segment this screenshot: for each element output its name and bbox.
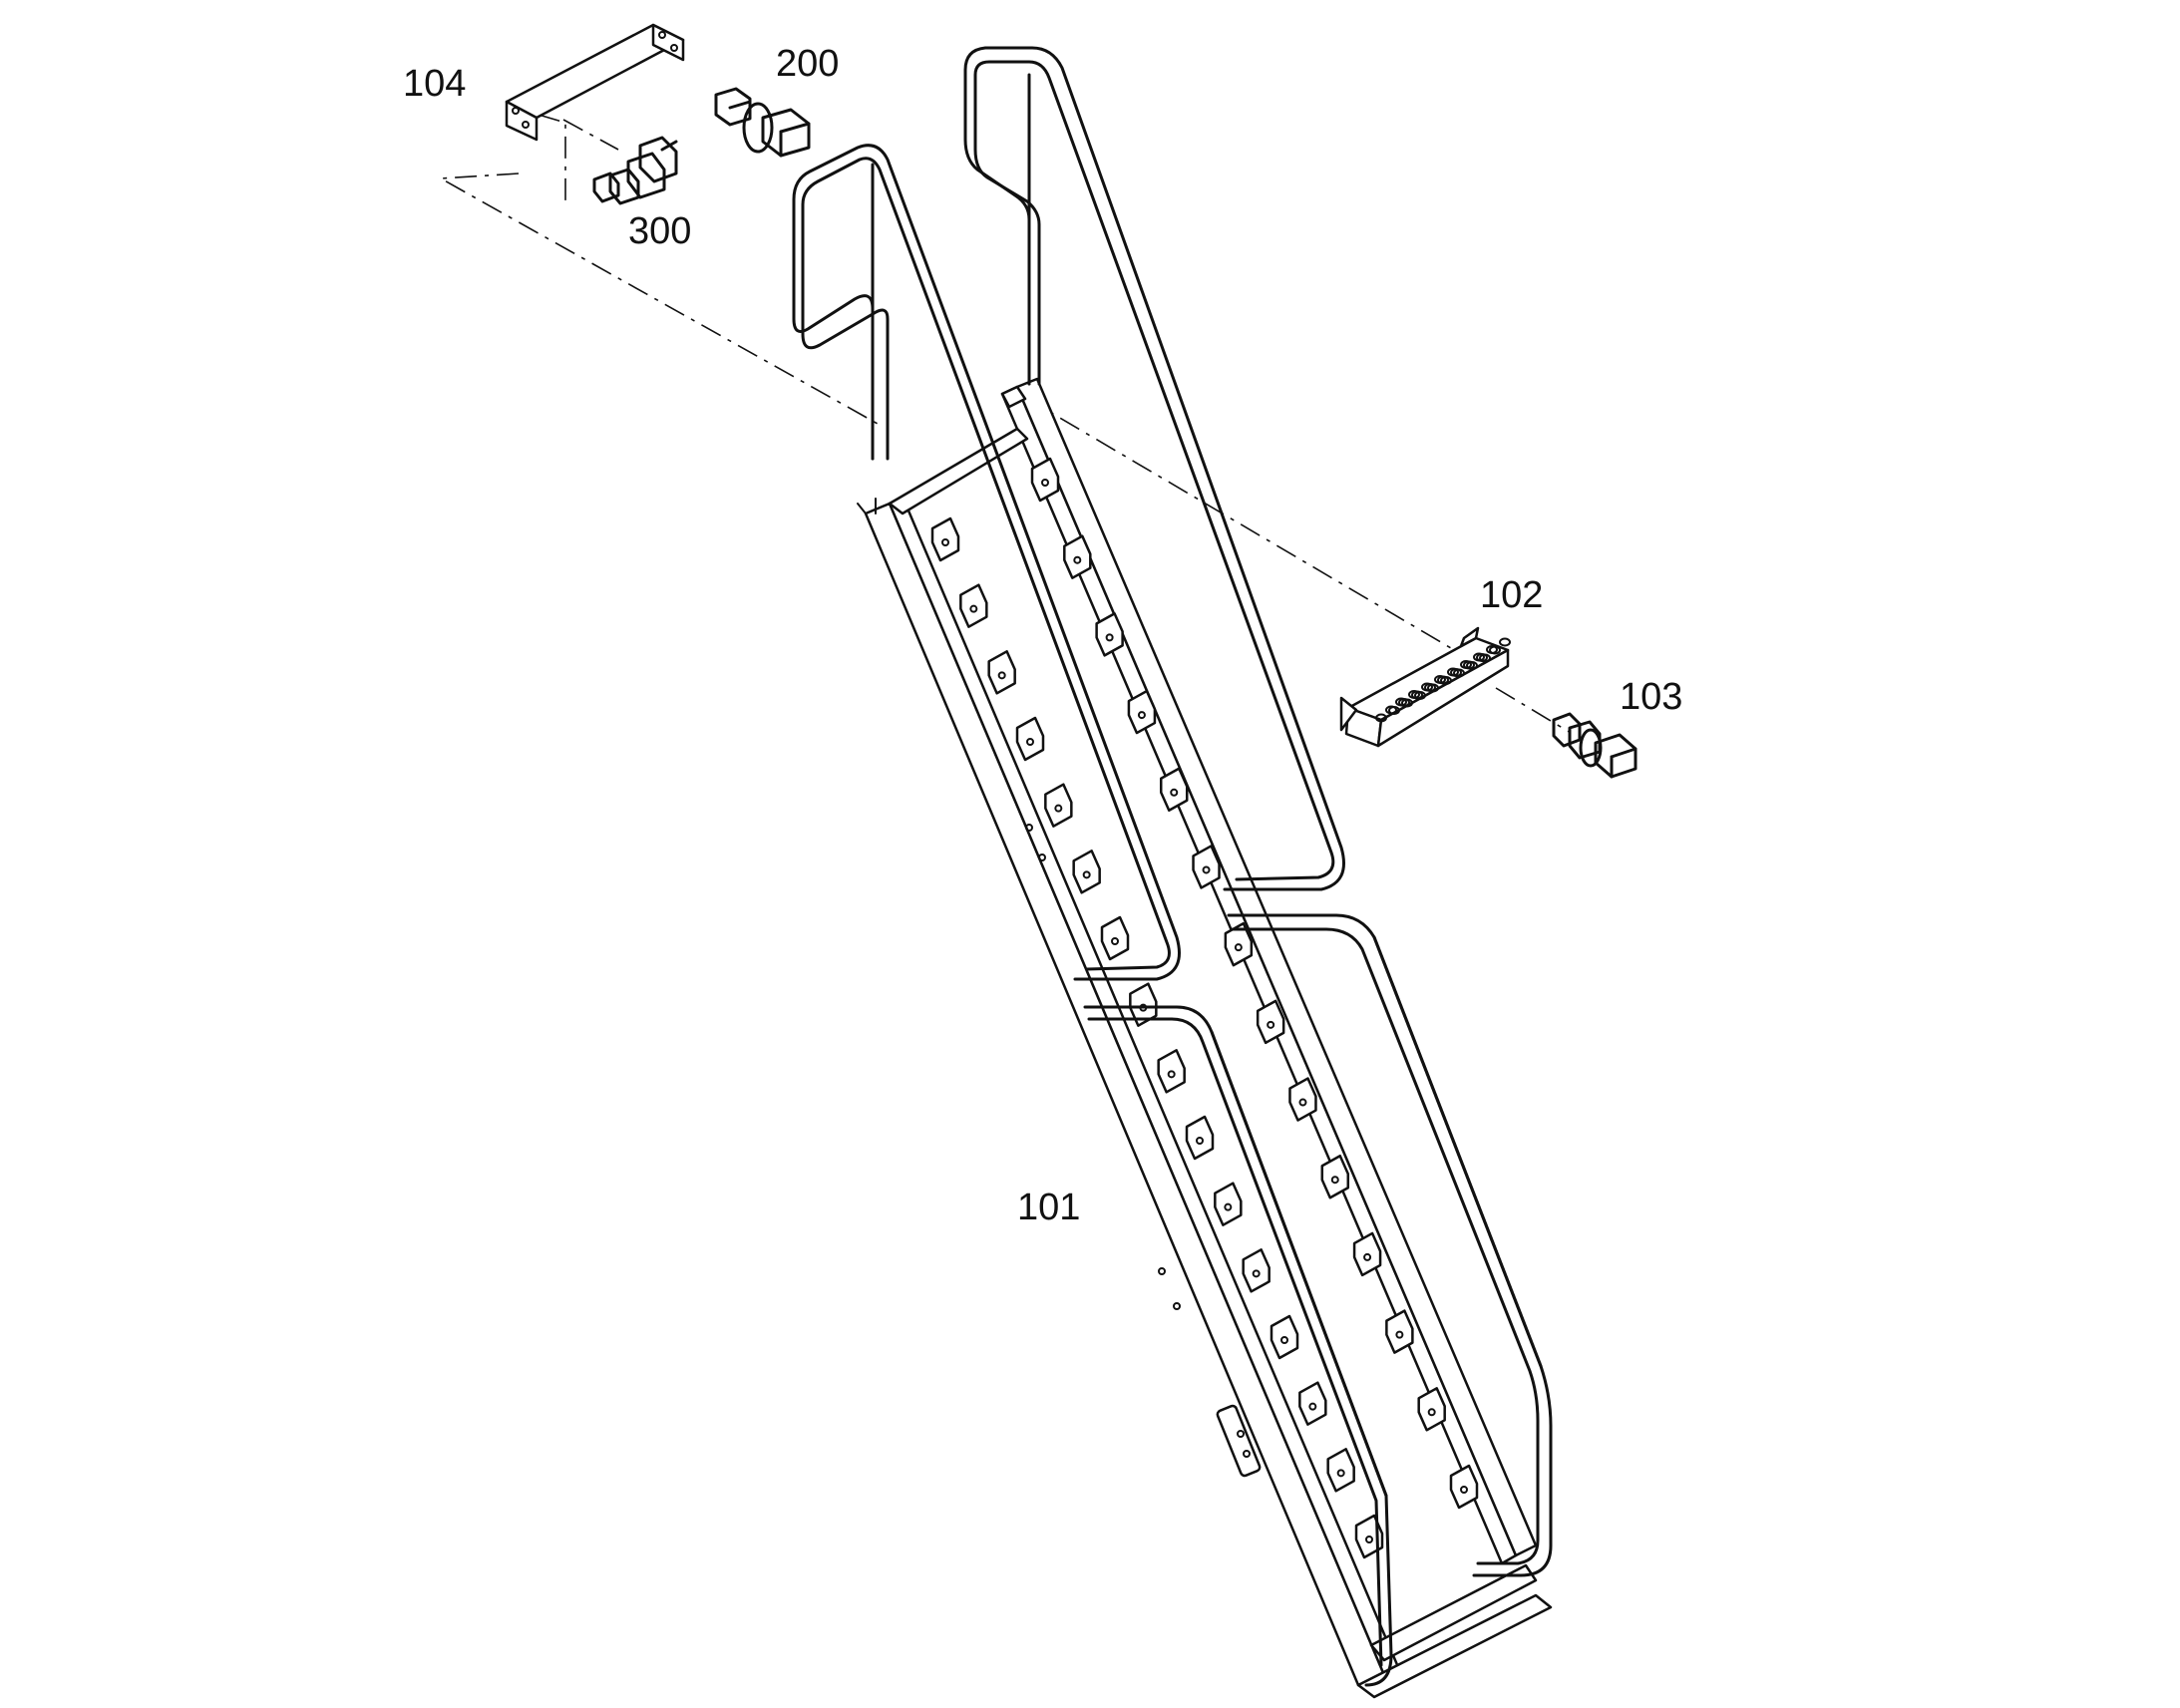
- rung-bracket-left-hole: [1054, 804, 1063, 813]
- ladder-part-101[interactable]: [792, 46, 1553, 1699]
- callout-300: 300: [628, 210, 691, 252]
- rung-bracket-right-hole: [1298, 1098, 1307, 1107]
- rung-bracket-right-hole: [1267, 1020, 1275, 1029]
- bottom-cross-channel: [1356, 1563, 1553, 1699]
- rung-bracket-left-hole: [969, 604, 978, 613]
- guide-line-104-200: [562, 119, 619, 151]
- rung-bracket-right-hole: [1395, 1330, 1404, 1339]
- rung-bracket-left-hole: [1336, 1469, 1345, 1478]
- tread-hole: [1434, 675, 1446, 684]
- rung-bracket-left-hole: [1111, 937, 1119, 945]
- top-cross-bar: [888, 385, 1029, 515]
- tread-hole: [1460, 660, 1472, 669]
- assembly-guide-lines: [438, 114, 1572, 734]
- rung-bracket-right-hole: [1427, 1408, 1436, 1417]
- tread-hole: [1486, 645, 1498, 654]
- rung-bracket-left-hole: [1280, 1336, 1288, 1344]
- rung-bracket-right-hole: [1234, 943, 1243, 952]
- handrail-upper-right: [963, 46, 1345, 891]
- bolt-part-103[interactable]: [1552, 712, 1637, 779]
- rung-bracket-right-hole: [1041, 479, 1049, 487]
- rung-bracket-left-hole: [1365, 1536, 1373, 1543]
- rung-bracket-right-hole: [1105, 633, 1114, 642]
- step-plate-part-102[interactable]: [1339, 626, 1511, 748]
- tread-hole: [1473, 652, 1485, 662]
- rung-brackets-right: [1030, 457, 1479, 1510]
- rung-bracket-left-hole: [941, 538, 949, 546]
- rung-bracket-left-hole: [1308, 1402, 1317, 1411]
- handrail-upper-left: [792, 144, 1181, 981]
- stud-part-300[interactable]: [592, 136, 678, 205]
- tread-hole: [1375, 713, 1387, 723]
- rung-bracket-right-hole: [1330, 1176, 1339, 1185]
- callout-200: 200: [776, 43, 839, 85]
- rung-bracket-left-hole: [1167, 1070, 1176, 1079]
- tread-hole: [1395, 697, 1407, 707]
- rung-bracket-right-hole: [1170, 788, 1179, 797]
- callout-104: 104: [403, 63, 466, 105]
- rung-bracket-right-hole: [1073, 555, 1082, 564]
- callout-102: 102: [1480, 574, 1543, 616]
- tread-hole: [1408, 690, 1420, 699]
- guide-line-102-103: [1495, 687, 1572, 734]
- tread-hole: [1385, 705, 1397, 715]
- rung-bracket-left-hole: [1224, 1202, 1233, 1211]
- rung-bracket-right-hole: [1137, 711, 1146, 720]
- rung-bracket-left-hole: [1196, 1137, 1204, 1145]
- rung-bracket-left-hole: [1026, 738, 1034, 746]
- handrail-lower-right: [1227, 913, 1553, 1577]
- tread-hole: [1447, 667, 1459, 677]
- handrail-lower-left: [1083, 1005, 1393, 1687]
- ladder-side-bracket: [1216, 1404, 1262, 1478]
- callout-labels: 104 200 300 102 103 101: [403, 43, 1682, 1228]
- callout-101: 101: [1017, 1187, 1080, 1228]
- tread-hole: [1499, 637, 1511, 647]
- rung-bracket-left-hole: [997, 671, 1006, 680]
- callout-103: 103: [1620, 676, 1682, 718]
- rung-bracket-right-hole: [1202, 865, 1211, 874]
- guide-line-104-300: [538, 114, 566, 206]
- rung-bracket-right-hole: [1363, 1252, 1372, 1261]
- rung-bracket-right-hole: [1460, 1486, 1468, 1494]
- rung-bracket-left-hole: [1252, 1269, 1261, 1278]
- bolt-part-200[interactable]: [714, 87, 811, 158]
- rung-bracket-left-hole: [1082, 870, 1091, 879]
- tread-hole: [1421, 682, 1433, 692]
- rung-brackets-left: [930, 516, 1384, 1559]
- bracket-part-104[interactable]: [505, 23, 685, 142]
- step-tread-holes: [1375, 637, 1511, 723]
- left-stringer: [857, 495, 1400, 1687]
